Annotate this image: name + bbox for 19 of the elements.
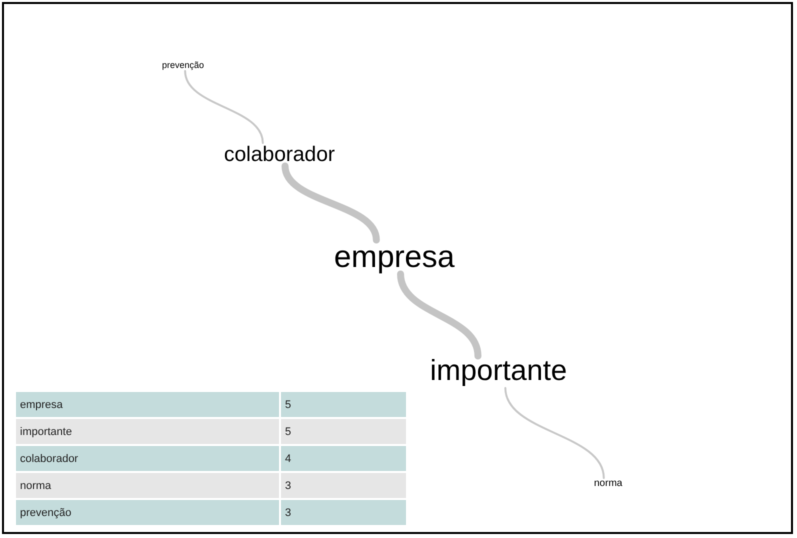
word-label: empresa	[334, 240, 455, 274]
table-cell: norma	[16, 473, 279, 498]
table-cell: 5	[279, 419, 406, 444]
word-label: colaborador	[224, 143, 335, 166]
link-curve	[184, 70, 264, 144]
table-cell: 5	[279, 392, 406, 417]
table-cell: colaborador	[16, 446, 279, 471]
table-cell: importante	[16, 419, 279, 444]
table-cell: 3	[279, 473, 406, 498]
link-curve	[397, 270, 482, 360]
link-curve	[282, 162, 380, 244]
table-cell: 3	[279, 500, 406, 525]
table-cell: 4	[279, 446, 406, 471]
word-label: norma	[594, 478, 622, 489]
word-label: importante	[430, 356, 568, 388]
word-label: prevenção	[162, 61, 204, 71]
table-cell: empresa	[16, 392, 279, 417]
table-cell: prevenção	[16, 500, 279, 525]
link-curve	[504, 387, 605, 479]
